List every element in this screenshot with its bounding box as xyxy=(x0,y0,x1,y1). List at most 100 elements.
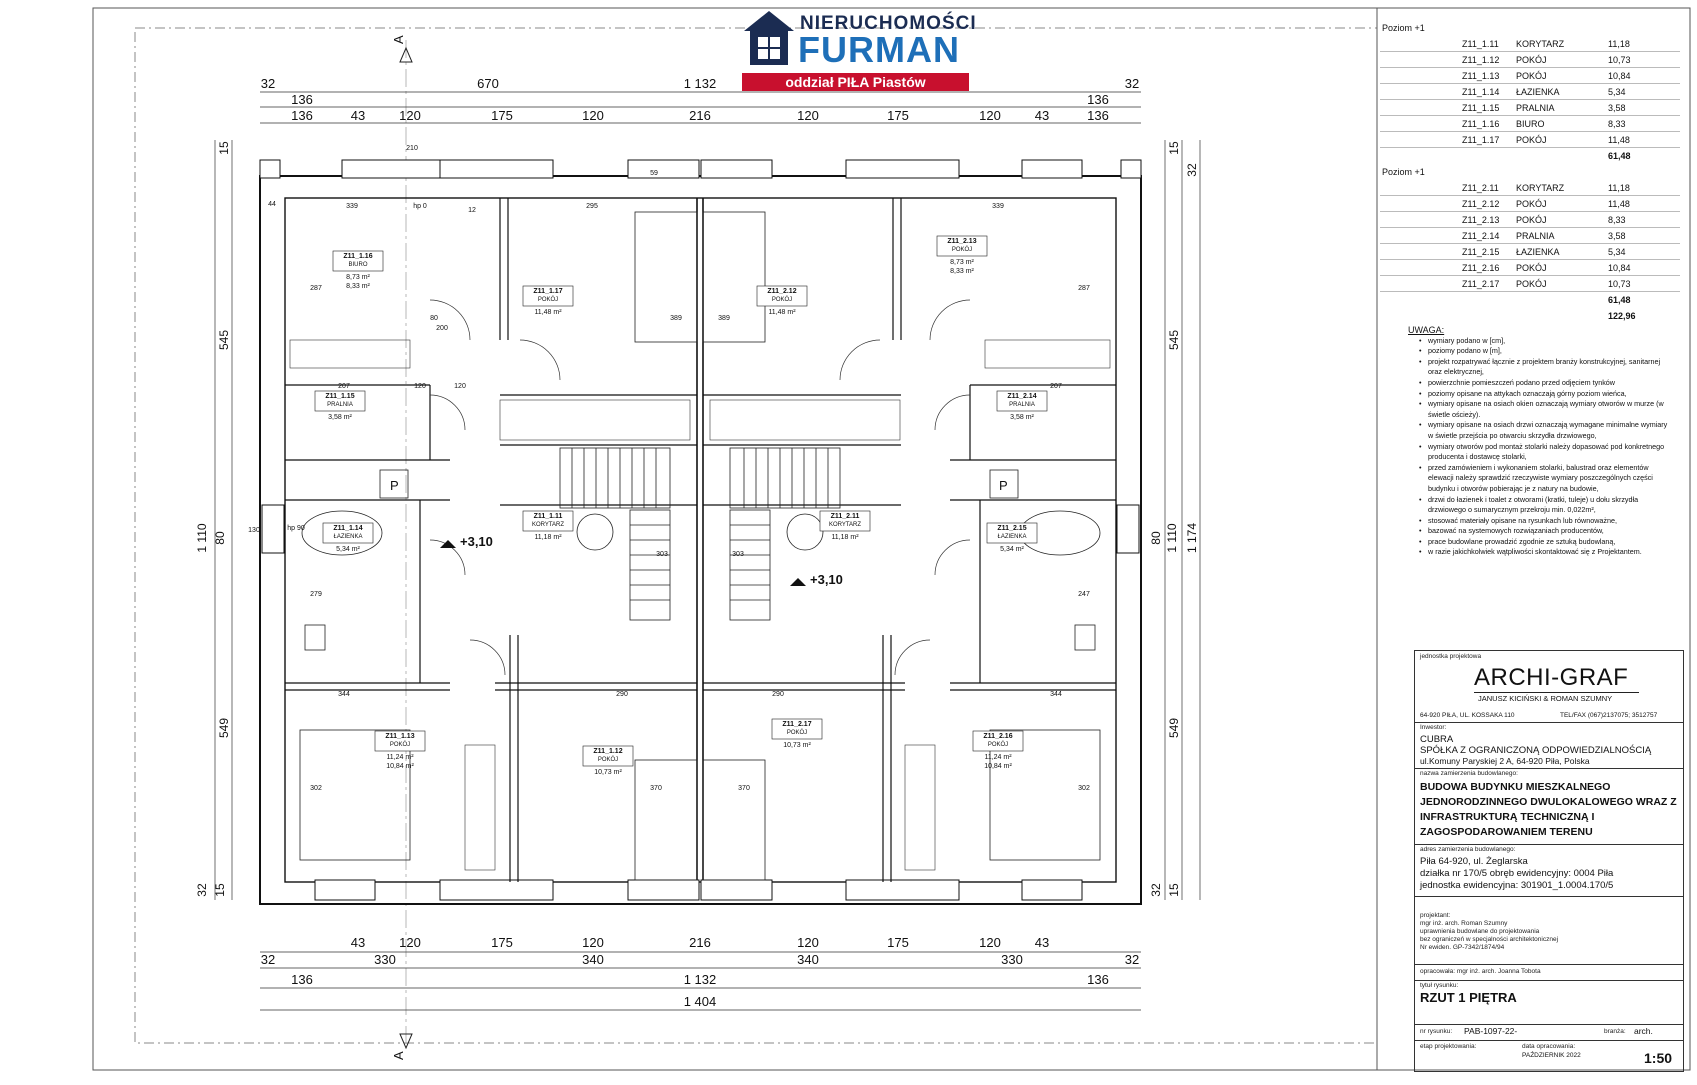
dim-bottom-2: 340 xyxy=(582,952,604,967)
room-area: 8,73 m² xyxy=(346,274,370,281)
title-block-frame xyxy=(1414,650,1684,1072)
room-area-cell: 11,48 xyxy=(1608,199,1630,209)
note-item: projekt rozpatrywać łącznie z projektem … xyxy=(1419,357,1670,378)
room-area-cell: 11,18 xyxy=(1608,183,1630,193)
room-name: PRALNIA xyxy=(327,402,353,408)
room-area: 3,58 m² xyxy=(1010,414,1034,421)
dim-internal: 302 xyxy=(1078,785,1090,792)
dim-internal: 59 xyxy=(650,170,658,177)
dim-internal: 120 xyxy=(414,383,426,390)
room-id-cell: Z11_2.16 xyxy=(1462,263,1500,273)
room-name: ŁAZIENKA xyxy=(997,534,1026,540)
note-item: poziomy opisane na attykach oznaczają gó… xyxy=(1419,389,1670,400)
room-area: 11,24 m² xyxy=(386,754,414,761)
room-id-cell: Z11_1.13 xyxy=(1462,71,1500,81)
table-header: Poziom +1 xyxy=(1382,23,1425,33)
room-id: Z11_1.14 xyxy=(333,525,362,532)
dim-right: 545 xyxy=(1167,330,1181,350)
room-name: POKÓJ xyxy=(772,296,792,303)
room-id-cell: Z11_2.15 xyxy=(1462,247,1500,257)
room-area-cell: 10,84 xyxy=(1608,263,1631,273)
dim-internal: 370 xyxy=(738,785,750,792)
room-area-cell: 3,58 xyxy=(1608,231,1626,241)
stage-label: etap projektowania: xyxy=(1420,1043,1477,1050)
room-id-cell: Z11_2.13 xyxy=(1462,215,1500,225)
dim-internal: 344 xyxy=(338,691,350,698)
table-header: Poziom +1 xyxy=(1382,167,1425,177)
project-2: JEDNORODZINNEGO DWULOKALOWEGO WRAZ Z xyxy=(1420,796,1677,808)
room-area: 11,18 m² xyxy=(534,534,562,541)
designer-label: projektant: xyxy=(1420,912,1451,919)
room-id-cell: Z11_2.14 xyxy=(1462,231,1500,241)
room-name: BIURO xyxy=(348,262,367,268)
dim-right: 549 xyxy=(1167,718,1181,738)
room-id: Z11_1.17 xyxy=(533,288,562,295)
room-name: POKÓJ xyxy=(787,729,807,736)
note-item: stosować materiały opisane na rysunkach … xyxy=(1419,516,1670,527)
room-area-2: 8,33 m² xyxy=(346,283,370,290)
site-2: działka nr 170/5 obręb ewidencyjny: 0004… xyxy=(1420,868,1614,879)
room-name: ŁAZIENKA xyxy=(333,534,362,540)
room-name-cell: ŁAZIENKA xyxy=(1516,247,1560,257)
dim-left: 549 xyxy=(217,718,231,738)
dim-top-2: 43 xyxy=(351,108,365,123)
dim-bottom-1: 120 xyxy=(582,935,604,950)
dim-top-2b: 136 xyxy=(1087,92,1109,107)
interior-walls-left xyxy=(285,198,697,882)
room-area-cell: 3,58 xyxy=(1608,103,1626,113)
dim-top-2: 120 xyxy=(979,108,1001,123)
room-label-box xyxy=(936,235,988,257)
room-name: POKÓJ xyxy=(988,741,1008,748)
dim-left: 32 xyxy=(195,883,209,897)
investor-3: ul.Komuny Paryskiej 2 A, 64-920 Piła, Po… xyxy=(1420,756,1590,766)
investor-2: SPÓŁKA Z OGRANICZONĄ ODPOWIEDZIALNOŚCIĄ xyxy=(1420,745,1652,756)
room-area-cell: 11,18 xyxy=(1608,39,1630,49)
dim-left: 545 xyxy=(217,330,231,350)
room-label-box xyxy=(522,285,574,307)
dim-bottom-2: 340 xyxy=(797,952,819,967)
dim-internal: 339 xyxy=(346,203,358,210)
room-id: Z11_1.12 xyxy=(593,748,622,755)
company-phone: TEL/FAX (067)2137075; 3512757 xyxy=(1560,712,1658,719)
dim-internal: 339 xyxy=(992,203,1004,210)
dim-bottom-2: 330 xyxy=(374,952,396,967)
dim-left: 80 xyxy=(213,531,227,545)
house-logo-icon xyxy=(744,11,794,65)
note-item: powierzchnie pomieszczeń podano przed od… xyxy=(1419,378,1670,389)
dim-top-2: 43 xyxy=(1035,108,1049,123)
room-label-box xyxy=(582,745,634,767)
room-label-box xyxy=(314,390,366,412)
label-p-left: P xyxy=(390,478,399,493)
room-id: Z11_1.15 xyxy=(325,393,354,400)
dim-left: 15 xyxy=(213,883,227,897)
note-item: bazować na systemowych rozwiązaniach pro… xyxy=(1419,526,1670,537)
dim-bottom-1: 216 xyxy=(689,935,711,950)
company-address: 64-920 PIŁA, UL. KOSSAKA 110 xyxy=(1420,712,1515,719)
room-id: Z11_2.17 xyxy=(782,721,811,728)
room-label-box xyxy=(374,730,426,752)
level-marks: +3,10 +3,10 xyxy=(440,534,843,587)
room-name-cell: POKÓJ xyxy=(1516,55,1547,65)
room-id: Z11_2.13 xyxy=(947,238,976,245)
dim-internal: 130 xyxy=(248,527,260,534)
dim-top-2: 120 xyxy=(797,108,819,123)
row-rule xyxy=(1380,227,1680,228)
room-name-cell: KORYTARZ xyxy=(1516,39,1565,49)
dim-left: 1 110 xyxy=(195,523,209,552)
room-name: PRALNIA xyxy=(1009,402,1035,408)
room-label-box xyxy=(522,510,574,532)
scale-value: 1:50 xyxy=(1644,1050,1673,1066)
row-rule xyxy=(1380,67,1680,68)
room-name-cell: POKÓJ xyxy=(1516,199,1547,209)
date-value: PAŹDZIERNIK 2022 xyxy=(1522,1052,1581,1059)
